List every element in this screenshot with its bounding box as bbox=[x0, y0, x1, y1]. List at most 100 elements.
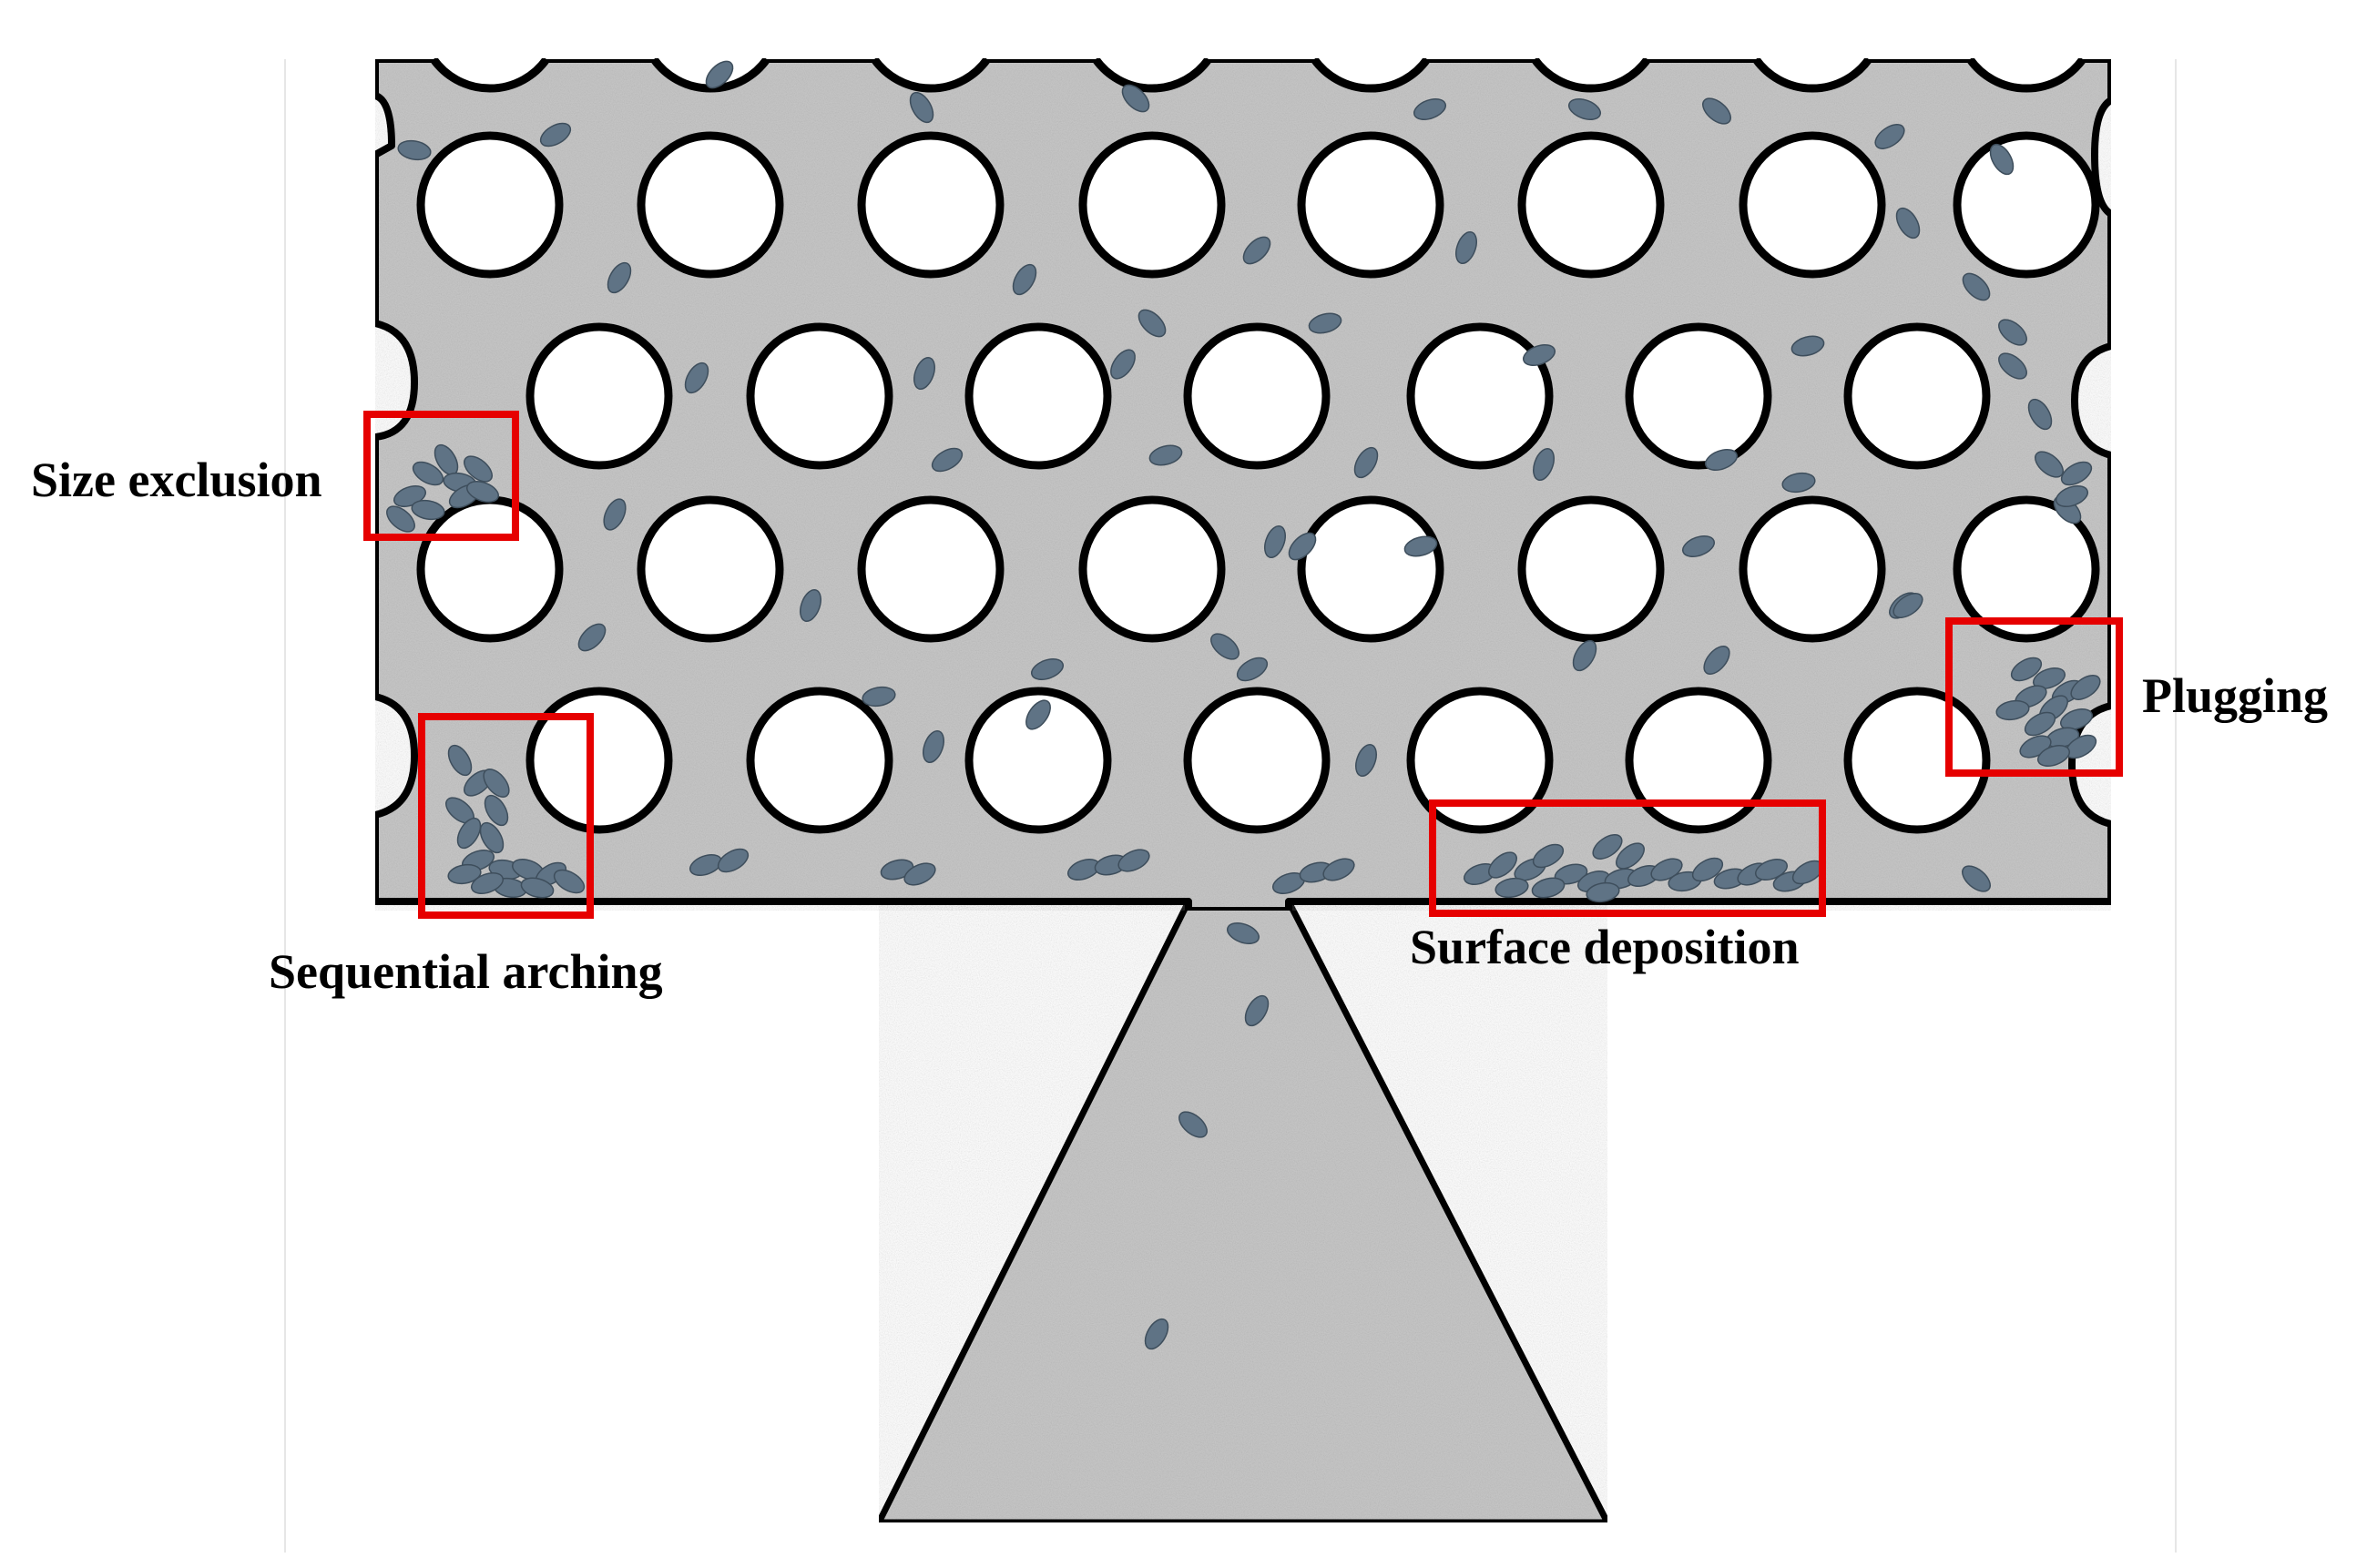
particle bbox=[1572, 639, 1597, 672]
particle bbox=[2035, 451, 2064, 478]
particle bbox=[862, 686, 896, 708]
particle bbox=[717, 848, 750, 873]
right-guide-line bbox=[2175, 59, 2177, 1553]
grain bbox=[416, 495, 564, 643]
particle bbox=[1455, 230, 1477, 265]
particle bbox=[479, 821, 505, 854]
particle bbox=[1121, 84, 1150, 113]
particle bbox=[1781, 472, 1816, 494]
grain bbox=[1953, 131, 2100, 279]
particle bbox=[1236, 657, 1269, 682]
particle bbox=[1567, 98, 1602, 120]
particle bbox=[1790, 335, 1825, 357]
particle bbox=[1532, 843, 1565, 869]
particle bbox=[1288, 532, 1317, 561]
particle bbox=[2010, 657, 2043, 682]
particle bbox=[465, 481, 500, 503]
grain bbox=[1297, 131, 1444, 279]
particle bbox=[913, 356, 935, 391]
particle bbox=[2036, 745, 2071, 767]
particle bbox=[1178, 1111, 1208, 1138]
particle bbox=[1012, 263, 1037, 296]
particle bbox=[397, 139, 432, 161]
particle bbox=[1691, 857, 1724, 882]
grain bbox=[1078, 131, 1226, 279]
particle bbox=[1702, 97, 1731, 125]
particle bbox=[1264, 524, 1286, 559]
top-crop bbox=[369, 0, 2117, 58]
particle bbox=[1998, 352, 2027, 380]
grain bbox=[964, 687, 1112, 834]
particle bbox=[1998, 319, 2027, 346]
grain bbox=[1752, 56, 1872, 93]
grain bbox=[964, 322, 1112, 470]
particle bbox=[1704, 449, 1739, 471]
particle bbox=[1962, 865, 1991, 892]
particle bbox=[483, 769, 510, 798]
grain bbox=[1843, 687, 1991, 834]
grain bbox=[857, 131, 1005, 279]
particle bbox=[2024, 711, 2056, 737]
grain bbox=[1966, 56, 2086, 93]
particle bbox=[1226, 922, 1260, 944]
label-sequential-arching: Sequential arching bbox=[269, 944, 663, 999]
box-plugging bbox=[1945, 617, 2123, 777]
particle bbox=[1210, 633, 1240, 660]
particle bbox=[2055, 485, 2089, 507]
particle bbox=[603, 498, 627, 531]
particle bbox=[931, 447, 964, 473]
particle bbox=[1110, 349, 1136, 380]
particle bbox=[1895, 207, 1921, 239]
grain bbox=[1517, 495, 1665, 643]
label-surface-deposition: Surface deposition bbox=[1410, 920, 1800, 974]
grain bbox=[1183, 322, 1331, 470]
particle bbox=[520, 877, 555, 899]
particle bbox=[684, 361, 709, 394]
particle bbox=[386, 505, 415, 533]
particle bbox=[1892, 593, 1923, 618]
particle bbox=[2059, 708, 2094, 730]
pore-grains bbox=[369, 0, 2117, 834]
particle bbox=[705, 60, 734, 89]
particle bbox=[1995, 699, 2030, 721]
particle bbox=[1403, 535, 1438, 557]
particle bbox=[1148, 444, 1183, 466]
particle bbox=[1616, 842, 1645, 870]
particle bbox=[1242, 236, 1271, 265]
grain bbox=[1625, 687, 1772, 834]
particle bbox=[2060, 461, 2093, 486]
grain bbox=[1531, 56, 1651, 93]
particle bbox=[447, 863, 482, 885]
grain bbox=[637, 131, 784, 279]
particle bbox=[1703, 646, 1730, 675]
particle bbox=[1244, 994, 1270, 1027]
grain bbox=[1739, 495, 1886, 643]
grain bbox=[1406, 687, 1554, 834]
box-size-exclusion bbox=[363, 411, 519, 541]
grain bbox=[1092, 56, 1212, 93]
particle bbox=[553, 869, 586, 894]
grain bbox=[1739, 131, 1886, 279]
particle bbox=[1413, 98, 1447, 120]
particle bbox=[1355, 743, 1377, 778]
grain bbox=[1183, 687, 1331, 834]
particle bbox=[456, 817, 482, 850]
grain bbox=[746, 687, 893, 834]
grain bbox=[1297, 495, 1444, 643]
left-guide-line bbox=[284, 59, 286, 1553]
particle bbox=[1137, 309, 1167, 338]
grain bbox=[1517, 131, 1665, 279]
grain bbox=[430, 56, 550, 93]
particle bbox=[484, 794, 509, 827]
box-sequential-arching bbox=[418, 713, 594, 919]
particle bbox=[447, 744, 473, 777]
particle bbox=[1962, 272, 1991, 301]
particle bbox=[470, 872, 505, 894]
particle bbox=[411, 499, 445, 521]
particle bbox=[1488, 851, 1517, 879]
particle bbox=[539, 122, 572, 148]
particle bbox=[1522, 344, 1556, 366]
label-plugging: Plugging bbox=[2142, 668, 2329, 723]
